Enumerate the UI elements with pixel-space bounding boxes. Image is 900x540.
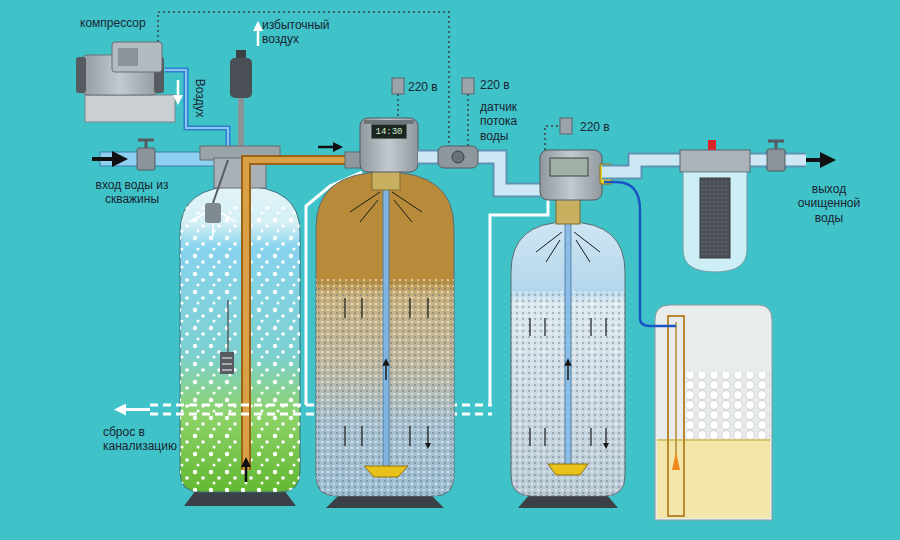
air-release-valve [238, 98, 244, 150]
brine-tank [672, 452, 680, 470]
inlet-pipe [92, 140, 215, 170]
voltage-label: 220 в [480, 78, 510, 92]
drain-label: сброс в канализацию [103, 425, 183, 454]
softener-tank [536, 232, 600, 262]
aeration-tank [227, 300, 229, 352]
drain-line [120, 408, 150, 411]
compressor [76, 42, 175, 122]
softener-tank [550, 158, 588, 176]
outlet-pipe [768, 141, 784, 149]
compressor [76, 57, 86, 93]
inlet-pipe [92, 157, 120, 161]
softener-tank [548, 464, 588, 475]
aeration-tank [222, 358, 232, 370]
cartridge-filter [683, 172, 747, 272]
iron-filter-tank [350, 192, 422, 222]
brine-tank [604, 182, 772, 520]
aeration-tank [180, 205, 300, 495]
display-time: 14:30 [375, 126, 402, 138]
control-wire [158, 12, 560, 150]
flow-pipe [418, 157, 540, 190]
brine-tank [604, 182, 676, 326]
sensor-label: датчик потока воды [480, 100, 540, 143]
power-plug [392, 78, 404, 94]
outlet-label: выход очищенной воды [782, 182, 876, 225]
air-pipe [165, 70, 228, 148]
aeration-tank [205, 203, 221, 223]
softener-tank [530, 318, 606, 446]
riser-pipe [318, 146, 338, 149]
control-wire [545, 126, 560, 150]
flow-pipe [452, 151, 464, 163]
control-wire [467, 94, 469, 146]
iron-filter-tank [345, 152, 361, 168]
softener-tank [511, 150, 627, 508]
aeration-tank [213, 160, 228, 203]
air-release-valve [230, 58, 252, 98]
iron-filter-tank [385, 362, 387, 380]
part-label: компрессор [80, 16, 146, 30]
aeration-tank [180, 146, 300, 506]
compressor [112, 42, 162, 72]
air-pipe [165, 70, 228, 148]
inlet-pipe [138, 140, 154, 148]
outlet-pipe [806, 158, 828, 162]
voltage-label: 220 в [580, 120, 610, 134]
softener-tank [565, 222, 571, 466]
softener-tank [540, 150, 602, 200]
outlet-pipe [767, 149, 785, 171]
iron-filter-tank [345, 298, 428, 446]
cartridge-filter [680, 140, 750, 272]
iron-filter-tank [316, 118, 456, 508]
inlet-label: вход воды из скважины [93, 178, 171, 207]
compressor [118, 48, 138, 66]
softener-tank [567, 362, 569, 380]
flow-pipe [438, 146, 478, 168]
brine-tank [686, 372, 770, 440]
flow-pipe [418, 146, 540, 190]
power-plug [462, 78, 474, 94]
brine-tank [675, 322, 677, 470]
riser-pipe [245, 462, 248, 482]
iron-filter-tank [383, 186, 389, 468]
flow-pipe [418, 157, 540, 190]
outlet-pipe [602, 141, 828, 172]
air-pipe [165, 70, 228, 148]
compressor [85, 95, 175, 122]
power-plug [560, 118, 572, 134]
brine-tank [657, 439, 770, 441]
air-release-valve [230, 26, 258, 150]
cartridge-filter [708, 140, 716, 150]
air-pipe [177, 80, 180, 100]
control-wire [397, 94, 399, 118]
brine-tank [657, 440, 770, 518]
brine-tank [655, 305, 772, 520]
brine-tank [668, 316, 684, 516]
flow-label: Воздух [192, 79, 206, 118]
voltage-label: 220 в [408, 80, 438, 94]
cartridge-filter [700, 178, 730, 258]
inlet-pipe [137, 148, 155, 170]
part-label: избыточный воздух [262, 18, 346, 47]
iron-filter-tank [360, 118, 418, 172]
air-release-valve [257, 26, 260, 46]
controller-display: 14:30 [371, 124, 407, 139]
aeration-tank [190, 213, 236, 236]
cartridge-filter [680, 150, 750, 172]
iron-filter-tank [364, 466, 408, 477]
aeration-tank [220, 352, 234, 374]
